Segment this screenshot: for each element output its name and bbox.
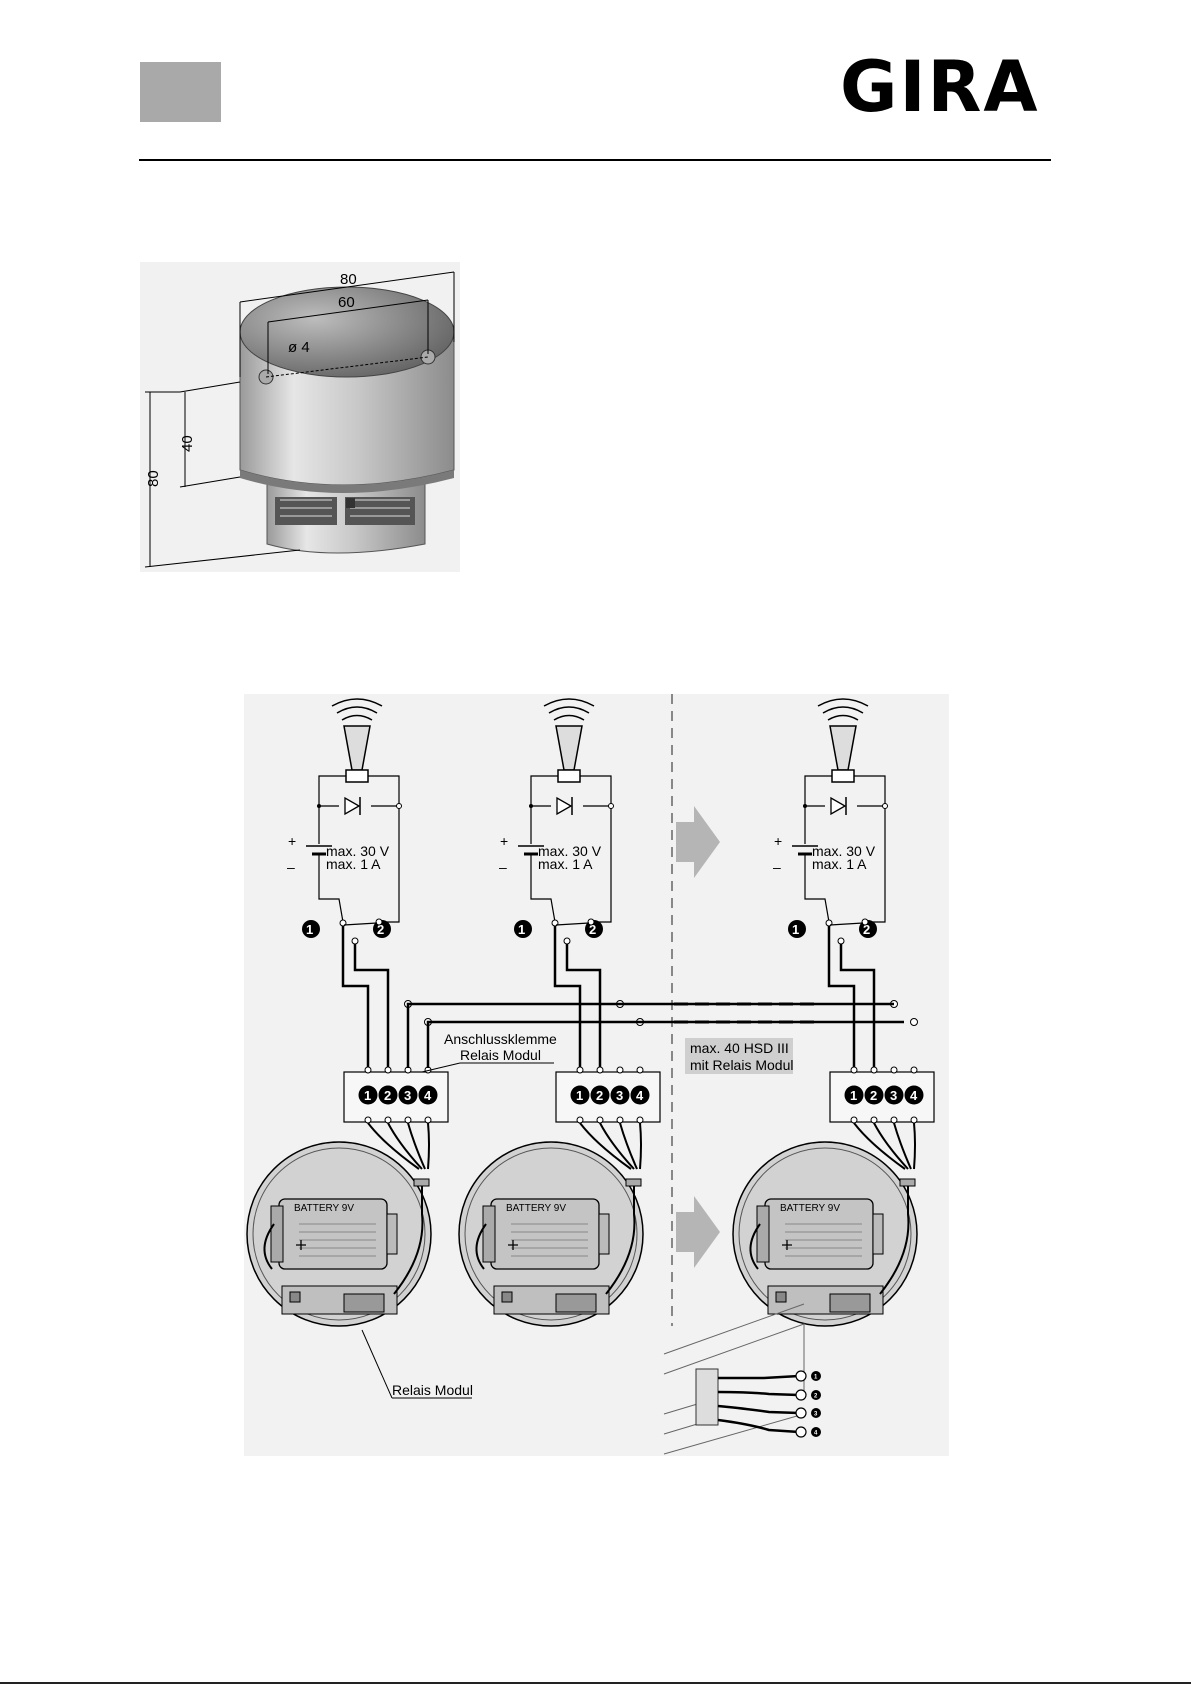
siren-coil (558, 770, 580, 782)
gira-logo: GIRA (840, 52, 1040, 122)
dim-height-total: 80 (145, 470, 162, 487)
terminal-4-number: 4 (636, 1088, 644, 1103)
terminal-1-number: 1 (792, 922, 799, 937)
terminal-4-number: 4 (424, 1088, 432, 1103)
terminal-3-number: 3 (890, 1088, 897, 1103)
supply-current: max. 1 A (812, 856, 867, 872)
terminal-1-number: 1 (850, 1088, 857, 1103)
max-devices-line1: max. 40 HSD III (690, 1040, 789, 1056)
terminal-1-number: 1 (518, 922, 525, 937)
terminal-3-number: 3 (404, 1088, 411, 1103)
terminal-2-number: 2 (870, 1088, 877, 1103)
section-tab (140, 62, 221, 122)
relay-module-label: Relais Modul (392, 1382, 473, 1398)
terminal-2-number: 2 (384, 1088, 391, 1103)
footer-rule (0, 1682, 1191, 1684)
siren-coil (346, 770, 368, 782)
plus-sign: + (288, 833, 296, 849)
terminal-1-number: 1 (364, 1088, 371, 1103)
terminal-1-number: 1 (576, 1088, 583, 1103)
minus-sign: – (773, 859, 781, 875)
dim-width-outer: 80 (340, 271, 357, 288)
dim-width-inner: 60 (338, 294, 355, 311)
header-rule (139, 159, 1051, 161)
terminal-block-label-line1: Anschlussklemme (444, 1031, 557, 1047)
terminal-4-number: 4 (910, 1088, 918, 1103)
battery-label: BATTERY 9V (780, 1203, 840, 1214)
minus-sign: – (499, 859, 507, 875)
terminal-2-number: 2 (596, 1088, 603, 1103)
battery-label: BATTERY 9V (506, 1203, 566, 1214)
dim-height-body: 40 (179, 435, 196, 452)
max-devices-line2: mit Relais Modul (690, 1057, 793, 1073)
battery-label: BATTERY 9V (294, 1203, 354, 1214)
supply-current: max. 1 A (326, 856, 381, 872)
plus-sign: + (500, 833, 508, 849)
dim-hole-diameter: ø 4 (288, 339, 310, 356)
siren-coil (832, 770, 854, 782)
siren-dimension-drawing: 80 60 ø 4 40 80 (140, 262, 460, 572)
terminal-3-number: 3 (616, 1088, 623, 1103)
terminal-1-number: 1 (306, 922, 313, 937)
terminal-block-label-line2: Relais Modul (460, 1047, 541, 1063)
minus-sign: – (287, 859, 295, 875)
plus-sign: + (774, 833, 782, 849)
supply-current: max. 1 A (538, 856, 593, 872)
